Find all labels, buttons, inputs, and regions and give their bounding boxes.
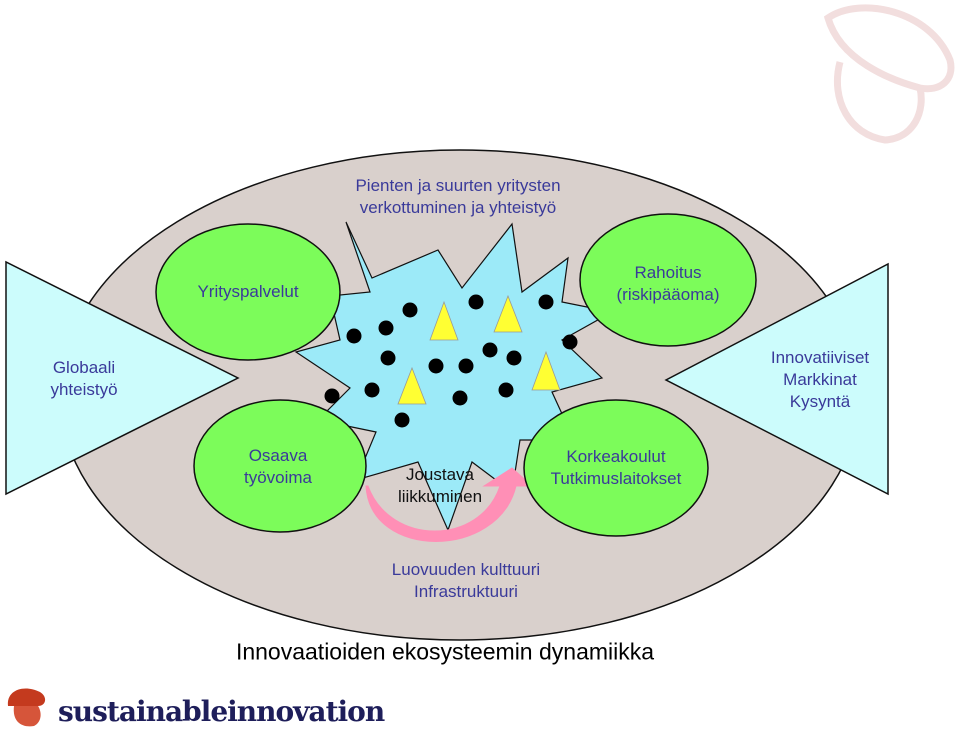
node-rahoitus: [579, 213, 757, 347]
dot-group: [324, 294, 578, 428]
bottom-line: Infrastruktuuri: [414, 582, 518, 601]
header-label: Pienten ja suurten yritysten verkottumin…: [355, 175, 560, 219]
acorn-logo-icon: [7, 688, 46, 727]
center-label: Joustava liikkuminen: [398, 464, 482, 508]
node-line: Rahoitus: [634, 263, 702, 282]
node-korkeakoulut: [523, 399, 709, 537]
left-triangle: [5, 260, 240, 496]
center-line: Joustava: [405, 465, 475, 484]
node-line: (riskipääoma): [616, 285, 720, 304]
node-rahoitus-label: Rahoitus (riskipääoma): [617, 262, 720, 306]
bottom-line: Luovuuden kulttuuri: [391, 560, 541, 579]
acorn-watermark-icon: [823, 4, 955, 144]
header-line: verkottuminen ja yhteistyö: [359, 198, 557, 217]
node-line: Yrityspalvelut: [197, 282, 299, 301]
node-line: Osaava: [248, 446, 308, 465]
triangle-line: Innovatiiviset: [770, 348, 870, 367]
header-line: Pienten ja suurten yritysten: [355, 176, 561, 195]
node-korkeakoulut-label: Korkeakoulut Tutkimuslaitokset: [551, 446, 682, 490]
triangle-line: Kysyntä: [789, 392, 851, 411]
center-line: liikkuminen: [397, 487, 483, 506]
node-yrityspalvelut: [155, 223, 341, 361]
triangle-group: [397, 294, 561, 405]
node-line: Korkeakoulut: [566, 447, 666, 466]
node-osaava-label: Osaava työvoima: [244, 445, 312, 489]
flow-arrow: [365, 467, 534, 542]
left-triangle-label: Globaali yhteistyö: [50, 357, 117, 401]
triangle-line: Markkinat: [783, 370, 857, 389]
triangle-line: Globaali: [52, 358, 116, 377]
node-line: työvoima: [243, 468, 313, 487]
star-burst: [294, 221, 614, 532]
triangle-line: yhteistyö: [50, 380, 118, 399]
bottom-label: Luovuuden kulttuuri Infrastruktuuri: [392, 559, 540, 603]
brand-logo: sustainableinnovation: [58, 695, 385, 728]
node-osaava: [193, 399, 367, 533]
right-triangle-label: Innovatiiviset Markkinat Kysyntä: [771, 347, 869, 413]
node-line: Tutkimuslaitokset: [550, 469, 682, 488]
node-yrityspalvelut-label: Yrityspalvelut: [197, 281, 298, 303]
right-triangle: [664, 262, 889, 496]
diagram-title: Innovaatioiden ekosysteemin dynamiikka: [235, 638, 655, 665]
